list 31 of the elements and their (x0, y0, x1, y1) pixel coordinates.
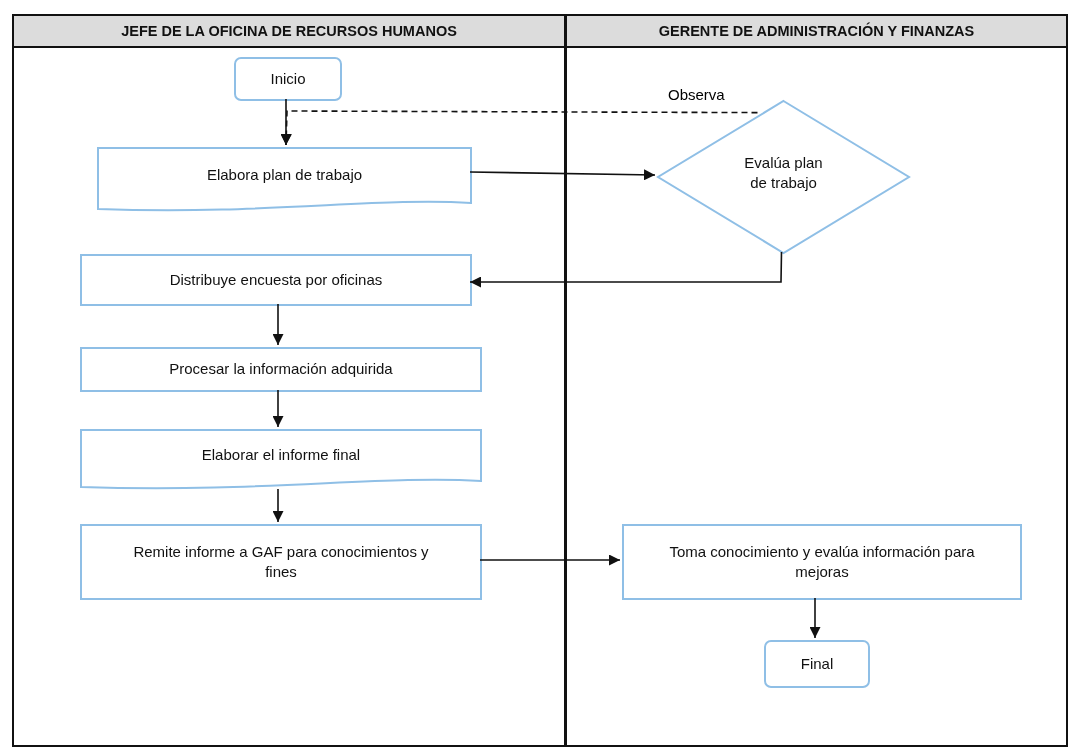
edge-label: Observa (666, 86, 727, 103)
node-label: Distribuye encuesta por oficinas (168, 269, 384, 290)
process-box (622, 524, 1022, 600)
arrow (272, 303, 284, 346)
node-label: Elabora plan de trabajo (205, 164, 364, 185)
node-label: Final (799, 653, 835, 674)
node-label: Elaborar el informe final (200, 444, 362, 465)
decision-diamond (657, 100, 910, 254)
terminal-box (234, 57, 342, 101)
node-label: Evalúa plan de trabajo (743, 152, 824, 193)
lane-header: JEFE DE LA OFICINA DE RECURSOS HUMANOS (14, 16, 564, 48)
node-label: Inicio (269, 68, 307, 89)
document-shape (97, 147, 472, 213)
process-box (80, 524, 482, 600)
swimlane (565, 14, 1068, 747)
arrow (809, 597, 821, 639)
node-label: Toma conocimiento y evalúa información para mejoras (668, 541, 976, 582)
dashed-arrow (280, 110, 759, 146)
arrow (479, 554, 621, 566)
terminal-box (764, 640, 870, 688)
swimlane (12, 14, 566, 747)
arrow (469, 169, 656, 181)
arrow (469, 251, 783, 288)
node-label: Procesar la información adquirida (168, 359, 394, 380)
arrow (272, 389, 284, 428)
process-box (80, 347, 482, 392)
node-label: Remite informe a GAF para conocimientos y fines (132, 541, 430, 582)
process-box (80, 254, 472, 306)
lane-header: GERENTE DE ADMINISTRACIÓN Y FINANZAS (567, 16, 1066, 48)
arrow (272, 488, 284, 523)
document-shape (80, 429, 482, 491)
